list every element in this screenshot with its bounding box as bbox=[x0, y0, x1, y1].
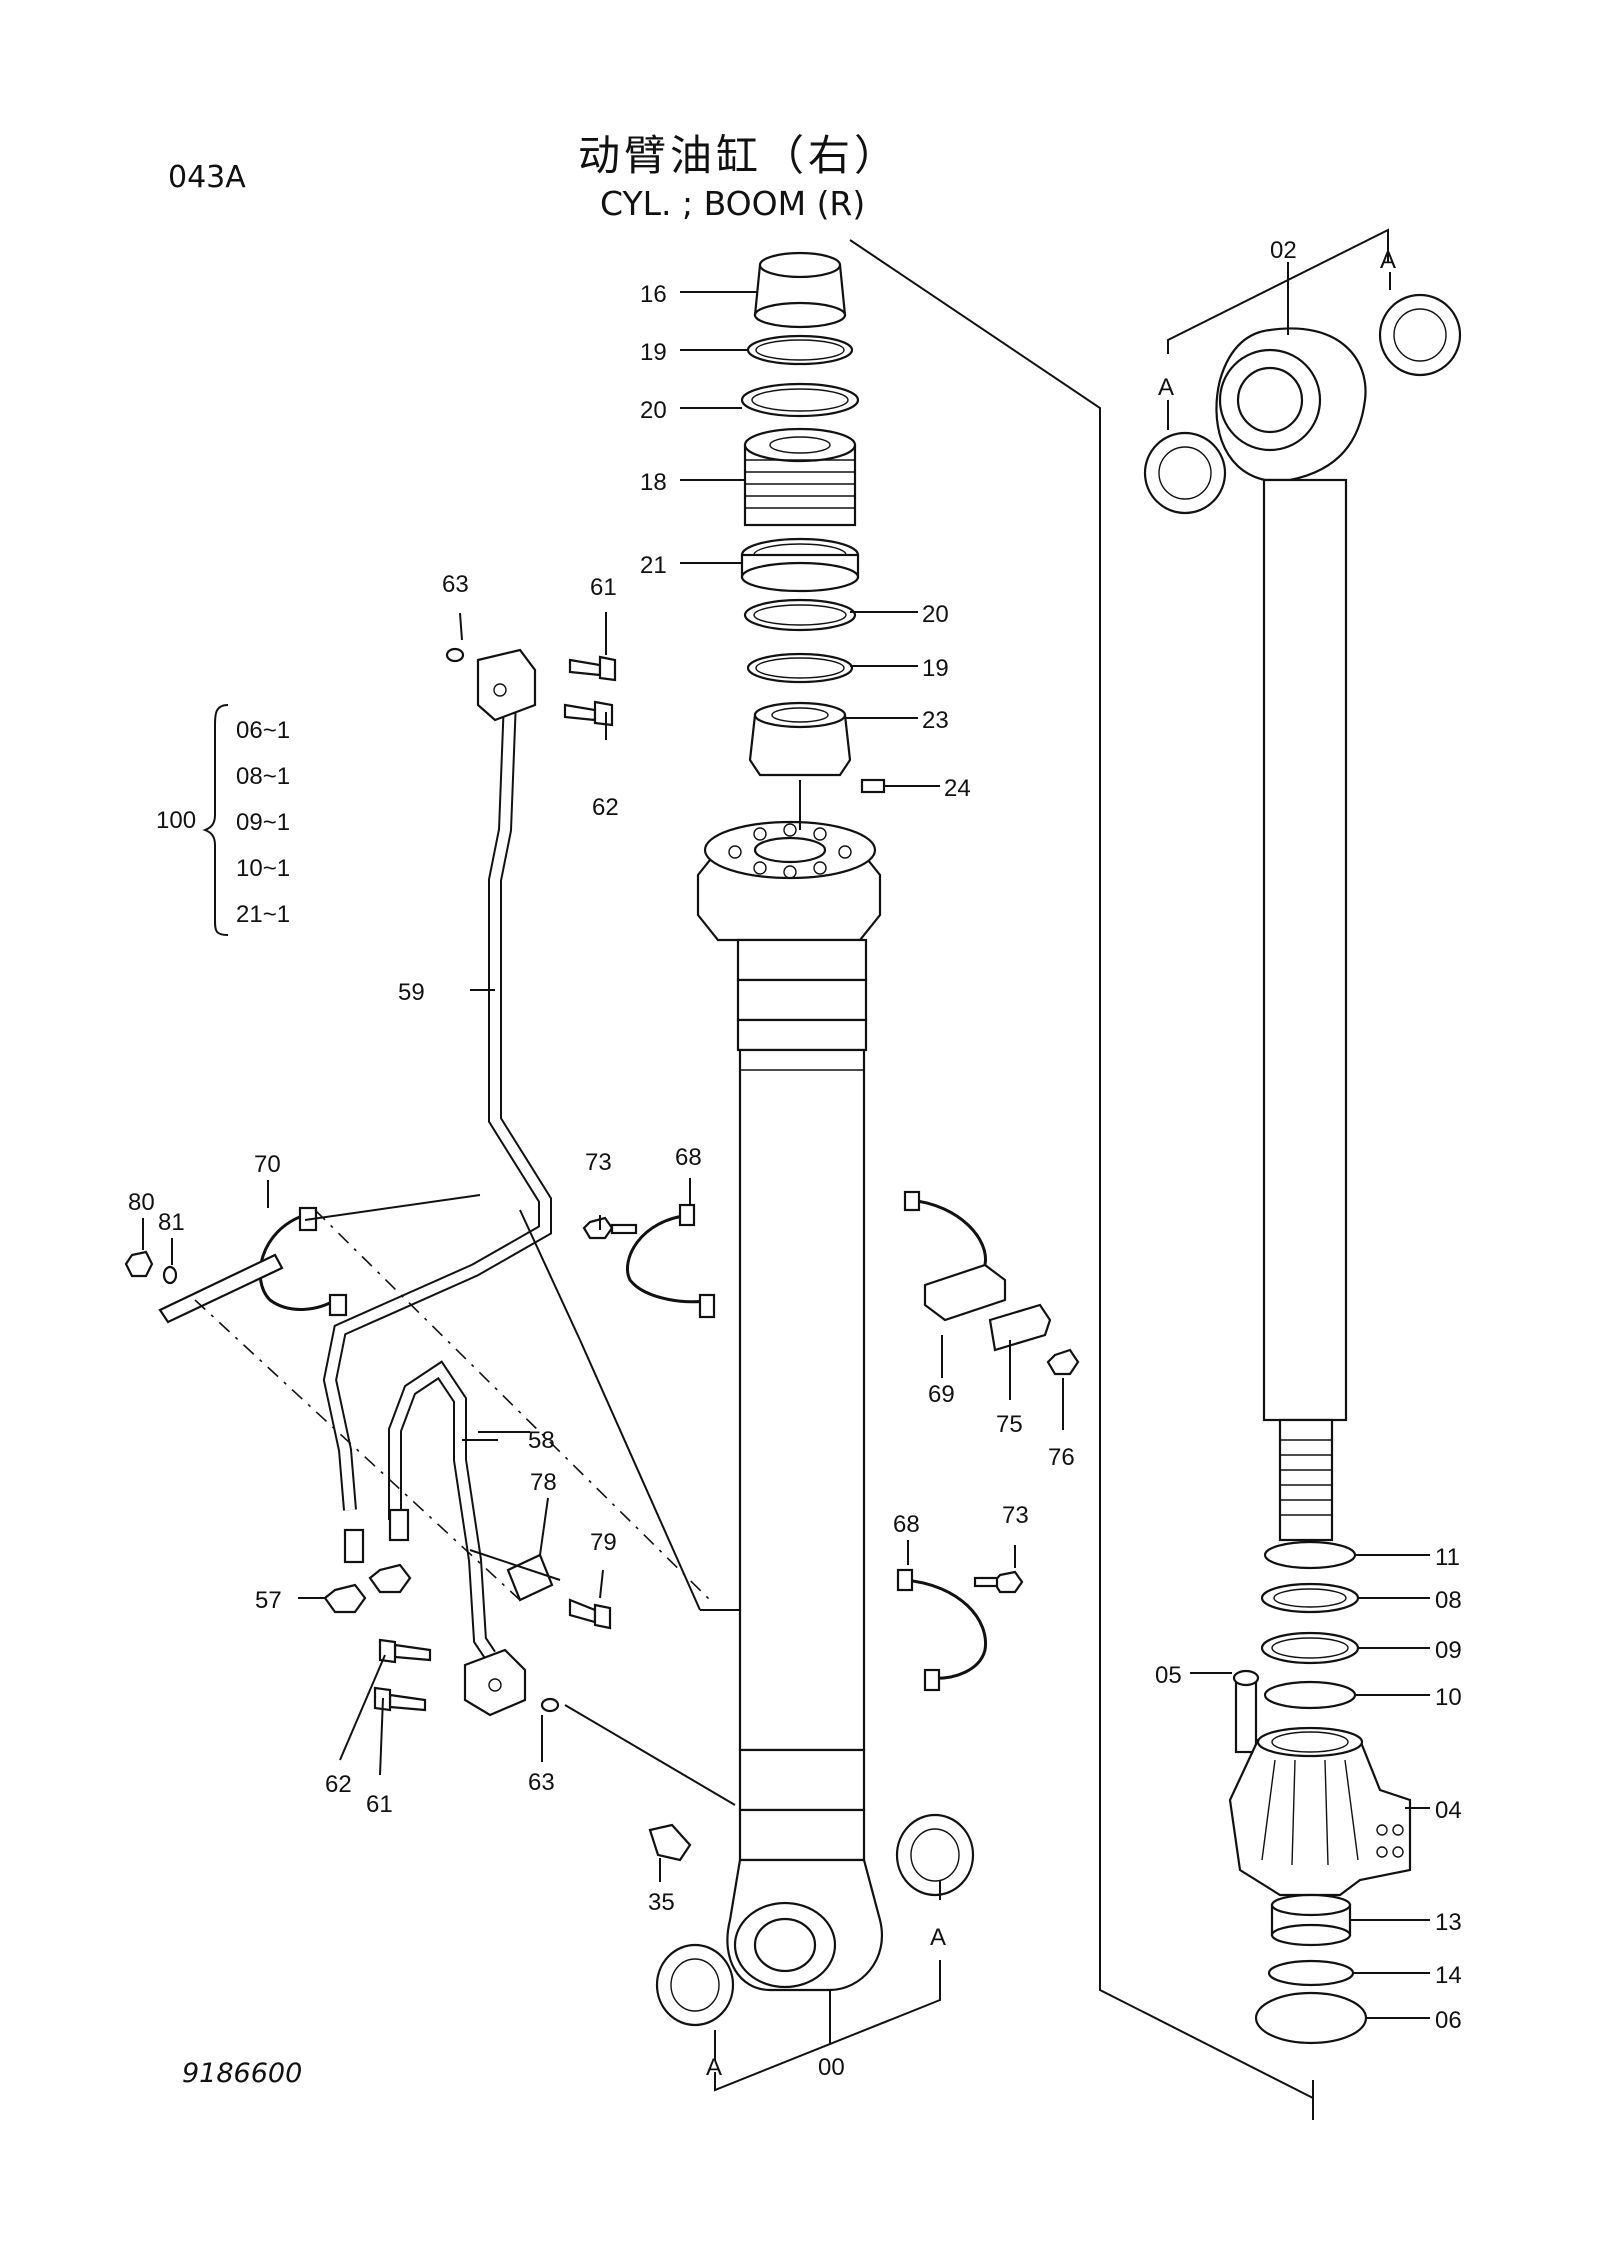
callout-63-bottom: 63 bbox=[528, 1769, 555, 1796]
callout-02: 02 bbox=[1270, 237, 1297, 264]
callout-20-bottom: 20 bbox=[922, 601, 949, 628]
callout-61-top: 61 bbox=[590, 574, 617, 601]
callout-14: 14 bbox=[1435, 1962, 1462, 1989]
callout-19-top: 19 bbox=[640, 339, 667, 366]
callout-68-bottom: 68 bbox=[893, 1511, 920, 1538]
pipe-lines bbox=[322, 647, 617, 1717]
callout-61-bottom: 61 bbox=[366, 1791, 393, 1818]
callout-23: 23 bbox=[922, 707, 949, 734]
callout-68-top: 68 bbox=[675, 1144, 702, 1171]
callout-69: 69 bbox=[928, 1381, 955, 1408]
callout-24: 24 bbox=[944, 775, 971, 802]
callout-11: 11 bbox=[1435, 1544, 1460, 1571]
kit-item-5: 21~1 bbox=[236, 901, 290, 928]
callout-70: 70 bbox=[254, 1151, 281, 1178]
callout-58: 58 bbox=[528, 1427, 555, 1454]
piston-rod bbox=[1143, 293, 1462, 1542]
clamps-and-brackets bbox=[124, 1190, 1080, 1862]
callout-06: 06 bbox=[1435, 2007, 1462, 2034]
callout-73-top: 73 bbox=[585, 1149, 612, 1176]
callout-57: 57 bbox=[255, 1587, 282, 1614]
leader-lines bbox=[142, 228, 1430, 2120]
title-english: CYL. ; BOOM (R) bbox=[600, 184, 866, 223]
page-code: 043A bbox=[168, 160, 246, 195]
marker-a-tube-left: A bbox=[706, 2054, 722, 2081]
marker-a-tube-right: A bbox=[930, 1924, 946, 1951]
callout-20-top: 20 bbox=[640, 397, 667, 424]
rod-cover-parts bbox=[1228, 1540, 1412, 2045]
callout-09: 09 bbox=[1435, 1637, 1462, 1664]
callout-73-bottom: 73 bbox=[1002, 1502, 1029, 1529]
callout-62-top: 62 bbox=[592, 794, 619, 821]
callout-78: 78 bbox=[530, 1469, 557, 1496]
callout-18: 18 bbox=[640, 469, 667, 496]
callout-05: 05 bbox=[1155, 1662, 1182, 1689]
callout-10: 10 bbox=[1435, 1684, 1462, 1711]
callout-59: 59 bbox=[398, 979, 425, 1006]
callout-76: 76 bbox=[1048, 1444, 1075, 1471]
callout-labels: 16 19 20 18 21 20 19 23 24 02 11 08 09 1… bbox=[128, 237, 1462, 2081]
piston-seal-stack bbox=[740, 251, 886, 830]
callout-63-top: 63 bbox=[442, 571, 469, 598]
callout-13: 13 bbox=[1435, 1909, 1462, 1936]
callout-80: 80 bbox=[128, 1189, 155, 1216]
callout-00: 00 bbox=[818, 2054, 845, 2081]
cylinder-tube bbox=[696, 820, 883, 1992]
kit-item-2: 08~1 bbox=[236, 763, 290, 790]
marker-a-rod-right: A bbox=[1380, 247, 1396, 274]
kit-item-3: 09~1 bbox=[236, 809, 290, 836]
callout-62-bottom: 62 bbox=[325, 1771, 352, 1798]
drawing-number: 9186600 bbox=[182, 2058, 303, 2089]
marker-a-rod-left: A bbox=[1158, 374, 1174, 401]
callout-08: 08 bbox=[1435, 1587, 1462, 1614]
callout-75: 75 bbox=[996, 1411, 1023, 1438]
tube-eye-bushings bbox=[655, 1813, 975, 2027]
callout-35: 35 bbox=[648, 1889, 675, 1916]
callout-21: 21 bbox=[640, 552, 667, 579]
callout-81: 81 bbox=[158, 1209, 185, 1236]
title-chinese: 动臂油缸（右） bbox=[578, 131, 901, 180]
kit-number: 100 bbox=[156, 807, 196, 834]
callout-79: 79 bbox=[590, 1529, 617, 1556]
kit-item-4: 10~1 bbox=[236, 855, 290, 882]
callout-04: 04 bbox=[1435, 1797, 1462, 1824]
kit-item-1: 06~1 bbox=[236, 717, 290, 744]
callout-16: 16 bbox=[640, 281, 667, 308]
callout-19-bottom: 19 bbox=[922, 655, 949, 682]
